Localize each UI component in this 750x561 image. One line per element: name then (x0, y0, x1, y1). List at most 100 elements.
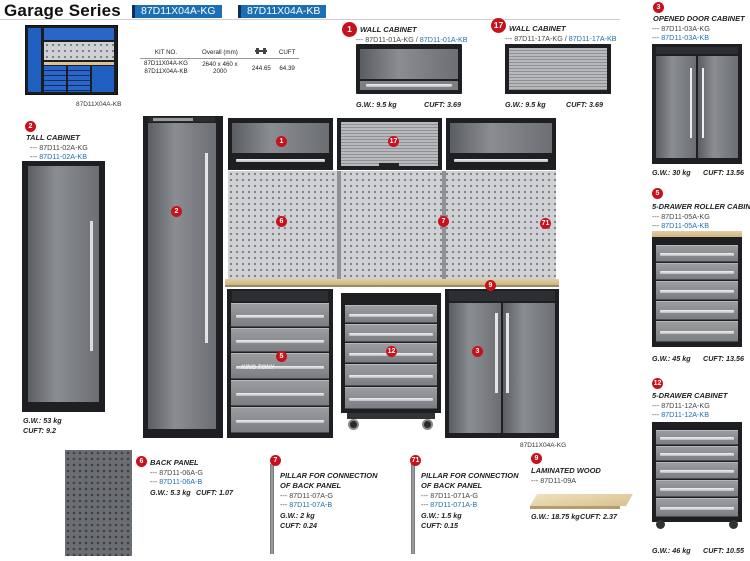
dash: --- (652, 212, 660, 221)
opened-door-kb: 87D11-03A-KB (661, 33, 709, 42)
pillar-71-gw: G.W.: 1.5 kg (421, 511, 462, 520)
pillar-7-title-line1: PILLAR FOR CONNECTION (280, 471, 378, 480)
kit-table-header-cuft: CUFT (274, 46, 300, 59)
pillar-7-title-line2: OF BACK PANEL (280, 481, 342, 490)
dash: --- (356, 35, 364, 44)
roller-cabinet-title: 5-DRAWER ROLLER CABINET (652, 202, 750, 211)
callout-badge: 6 (136, 456, 147, 467)
thumbnail-image (23, 25, 120, 99)
tall-cabinet-kg-line: --- 87D11-02A-KG (30, 143, 88, 152)
tall-cabinet-gw: G.W.: 53 kg (23, 416, 62, 425)
callout-badge: 9 (485, 280, 496, 291)
wall-cabinet-17-gw: G.W.: 9.5 kg (505, 100, 546, 109)
header-divider (0, 19, 620, 20)
dash: --- (531, 476, 539, 485)
pillar-71-title-line2: OF BACK PANEL (421, 481, 483, 490)
pillar-71-image (411, 464, 415, 554)
drawer-cabinet-gw: G.W.: 46 kg (652, 546, 691, 555)
opened-door-cuft: CUFT: 13.56 (703, 168, 745, 177)
back-panel-kb-line: --- 87D11-06A-B (150, 477, 202, 486)
kit-table-cell-overall: 2640 x 460 x 2000 (202, 61, 238, 75)
drawer-cabinet-kg-line: --- 87D11-12A-KG (652, 401, 710, 410)
opened-door-title: OPENED DOOR CABINET (653, 14, 745, 23)
dash: --- (652, 221, 660, 230)
pillar-71-title-line1: PILLAR FOR CONNECTION (421, 471, 519, 480)
opened-door-kg-line: --- 87D11-03A-KG (652, 24, 710, 33)
kit-table-kit2: 87D11X04A-KB (144, 68, 188, 75)
pillar-7-kb: 87D11-07A-B (289, 500, 333, 509)
dash: --- (421, 500, 429, 509)
tall-cabinet-title: TALL CABINET (26, 133, 80, 142)
thumbnail-caption: 87D11X04A-KB (76, 101, 122, 108)
pillar-7-kg: 87D11-07A-G (289, 491, 333, 500)
dash: --- (150, 468, 158, 477)
kit-table-header-kit: KIT NO. (140, 46, 192, 59)
wall-cabinet-1-gw: G.W.: 9.5 kg (356, 100, 397, 109)
back-panel-kg-line: --- 87D11-06A-G (150, 468, 203, 477)
pillar-71-kg: 87D11-071A-G (430, 491, 478, 500)
tall-cabinet-cuft: CUFT: 9.2 (23, 426, 57, 435)
wall-cabinet-17-cuft: CUFT: 3.69 (566, 100, 604, 109)
wall-cabinet-17-codes: --- 87D11-17A-KG / 87D11-17A-KB (505, 34, 617, 43)
callout-badge: 5 (276, 351, 287, 362)
dash: --- (30, 152, 38, 161)
pillar-71-kb-line: --- 87D11-071A-B (421, 500, 477, 509)
dash: --- (505, 34, 513, 43)
pillar-71-kb: 87D11-071A-B (430, 500, 478, 509)
main-image-caption: 87D11X04A-KG (520, 442, 567, 449)
dash: --- (280, 491, 288, 500)
pillar-71-cuft: CUFT: 0.15 (421, 521, 459, 530)
wall-cabinet-1-title: WALL CABINET (360, 25, 417, 34)
back-panel-kb: 87D11-06A-B (159, 477, 203, 486)
roller-cabinet-gw: G.W.: 45 kg (652, 354, 691, 363)
back-panel-kg: 87D11-06A-G (159, 468, 203, 477)
dash: --- (280, 500, 288, 509)
roller-cabinet-kb-line: --- 87D11-05A-KB (652, 221, 709, 230)
pillar-7-gw: G.W.: 2 kg (280, 511, 315, 520)
roller-cabinet-cuft: CUFT: 13.56 (703, 354, 745, 363)
back-panel-image (65, 450, 132, 556)
brand-label: KING TONY (241, 365, 275, 371)
opened-door-gw: G.W.: 30 kg (652, 168, 691, 177)
wood-gw: G.W.: 18.75 kg (531, 512, 580, 521)
roller-cabinet-kg-line: --- 87D11-05A-KG (652, 212, 710, 221)
table-row: 87D11X04A-KG 87D11X04A-KB 2640 x 460 x 2… (140, 59, 299, 78)
dash: --- (421, 491, 429, 500)
drawer-cabinet-kg: 87D11-12A-KG (661, 401, 710, 410)
wall-cabinet-1-image (356, 44, 462, 94)
roller-cabinet-kg: 87D11-05A-KG (661, 212, 710, 221)
pillar-71-kg-line: --- 87D11-071A-G (421, 491, 478, 500)
kit-table-cell-weight: 244.65 (251, 64, 271, 72)
code-separator: / (564, 34, 567, 43)
wood-code: 87D11-09A (540, 476, 577, 485)
pillar-7-cuft: CUFT: 0.24 (280, 521, 318, 530)
kit-table-cell-kit: 87D11X04A-KG 87D11X04A-KB (140, 59, 192, 78)
wood-code-line: --- 87D11-09A (531, 476, 576, 485)
callout-badge: 1 (342, 22, 357, 37)
wall-cabinet-17-kb: 87D11-17A-KB (568, 34, 617, 43)
callout-badge: 7 (270, 455, 281, 466)
drawer-cabinet-cuft: CUFT: 10.55 (703, 546, 745, 555)
wall-cabinet-1-cuft: CUFT: 3.69 (424, 100, 462, 109)
dash: --- (150, 477, 158, 486)
callout-badge: 6 (276, 216, 287, 227)
opened-door-kg: 87D11-03A-KG (661, 24, 710, 33)
tall-cabinet-kg: 87D11-02A-KG (39, 143, 88, 152)
drawer-cabinet-kb-line: --- 87D11-12A-KB (652, 410, 709, 419)
kit-table: KIT NO. Overall (mm) CUFT 87D11X04A-KG 8… (140, 46, 300, 78)
callout-badge: 2 (25, 121, 36, 132)
code-tag-kb: 87D11X04A-KB (238, 5, 327, 18)
dash: --- (652, 24, 660, 33)
opened-door-kb-line: --- 87D11-03A-KB (652, 33, 709, 42)
opened-door-image (652, 44, 742, 164)
callout-badge: 71 (410, 455, 421, 466)
callout-badge: 3 (653, 2, 664, 13)
code-separator: / (415, 35, 418, 44)
callout-badge: 2 (171, 206, 182, 217)
wood-cuft: CUFT: 2.37 (580, 512, 618, 521)
wall-cabinet-1-kb: 87D11-01A-KB (419, 35, 468, 44)
kit-table-header-overall: Overall (mm) (191, 46, 248, 59)
tall-cabinet-kb: 87D11-02A-KB (39, 152, 87, 161)
main-assembly-image: KING TONY (141, 113, 564, 441)
kit-table-kit1: 87D11X04A-KG (144, 60, 188, 67)
